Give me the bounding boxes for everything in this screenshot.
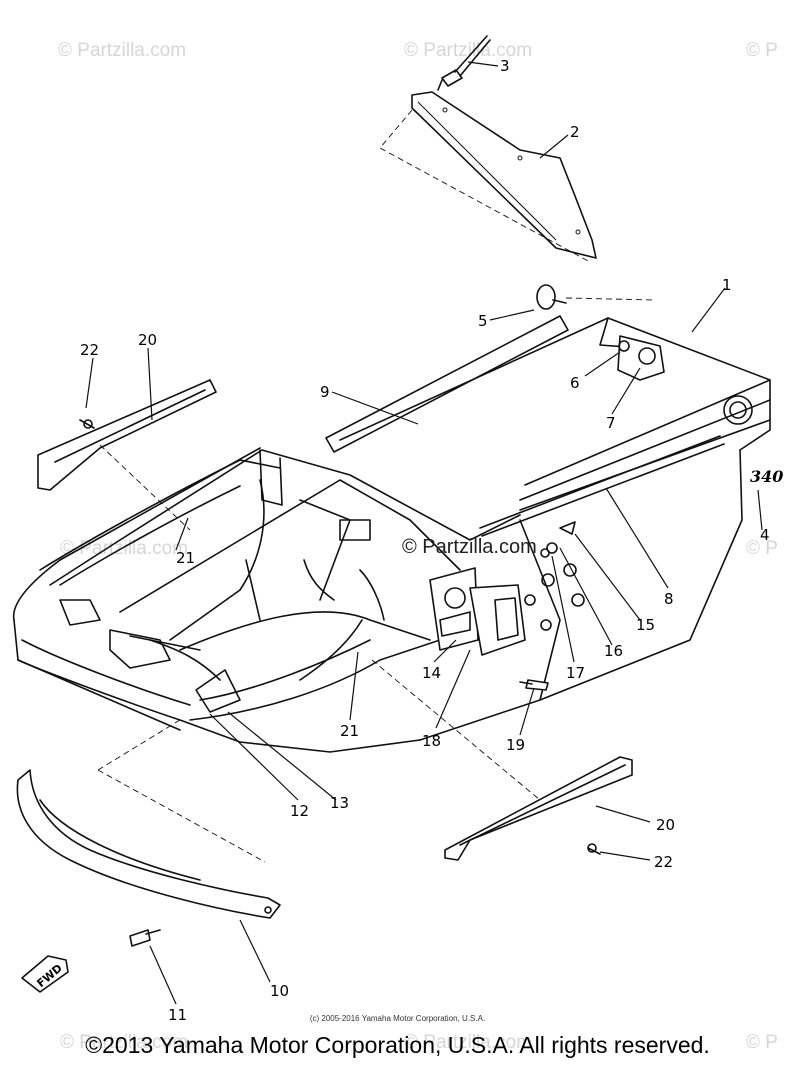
- part-1-frame: [339, 317, 771, 741]
- callout-4: 4: [760, 526, 770, 544]
- callout-5: 5: [478, 312, 488, 330]
- callout-6: 6: [570, 374, 580, 392]
- callout-21: 21: [176, 549, 195, 567]
- callout-22: 22: [654, 853, 673, 871]
- callout-22: 22: [80, 341, 99, 359]
- part-14-18-brackets: [429, 567, 526, 656]
- front-body: [12, 447, 521, 753]
- callout-7: 7: [606, 414, 616, 432]
- callout-1: 1: [722, 276, 732, 294]
- watermark: © P: [746, 1032, 778, 1053]
- watermark: © P: [746, 538, 778, 559]
- callout-3: 3: [500, 57, 510, 75]
- callout-17: 17: [566, 664, 585, 682]
- part-11-bolt: [129, 929, 161, 947]
- callout-15: 15: [636, 616, 655, 634]
- watermark: © Partzilla.com: [404, 1032, 532, 1053]
- callout-20: 20: [138, 331, 157, 349]
- callout-20: 20: [656, 816, 675, 834]
- part-19-bolt: [519, 679, 549, 691]
- callout-12: 12: [290, 802, 309, 820]
- callout-9: 9: [320, 383, 330, 401]
- fwd-arrow-icon: FWD: [21, 955, 69, 993]
- watermark: © Partzilla.com: [58, 40, 186, 61]
- watermark: © Partzilla.com: [60, 1032, 188, 1053]
- leader-lines: [85, 61, 763, 1005]
- callout-16: 16: [604, 642, 623, 660]
- part-10-bumper: [16, 719, 281, 919]
- center-watermark: © Partzilla.com: [402, 536, 537, 558]
- copyright-notice: ©2013 Yamaha Motor Corporation, U.S.A. A…: [85, 1032, 710, 1058]
- callout-21: 21: [340, 722, 359, 740]
- part-20-left-runner: [37, 379, 217, 531]
- part-3-bolt: [437, 35, 491, 91]
- callouts: 3 2 1 5 6 7 9 4 8 22 20 21 21 14 18 19 1…: [80, 57, 770, 1024]
- callout-10: 10: [270, 982, 289, 1000]
- callout-18: 18: [422, 732, 441, 750]
- callout-11: 11: [168, 1006, 187, 1024]
- part-20-right-runner: [371, 659, 633, 861]
- parts-15-16-17: [540, 521, 576, 558]
- watermark: © Partzilla.com: [60, 538, 188, 559]
- callout-13: 13: [330, 794, 349, 812]
- watermark: © Partzilla.com: [404, 40, 532, 61]
- callout-14: 14: [422, 664, 441, 682]
- callout-19: 19: [506, 736, 525, 754]
- variant-mark: 340: [750, 467, 783, 486]
- callout-8: 8: [664, 590, 674, 608]
- part-5-cap: [536, 284, 656, 310]
- small-copyright-notice: (c) 2005-2016 Yamaha Motor Corporation, …: [309, 1014, 486, 1023]
- watermark: © P: [746, 40, 778, 61]
- callout-2: 2: [570, 123, 580, 141]
- watermarks: © Partzilla.com © Partzilla.com © P © Pa…: [58, 40, 778, 1053]
- part-2-plate: [379, 91, 597, 263]
- part-8-rail: [479, 435, 725, 537]
- part-9-bar: [325, 315, 569, 453]
